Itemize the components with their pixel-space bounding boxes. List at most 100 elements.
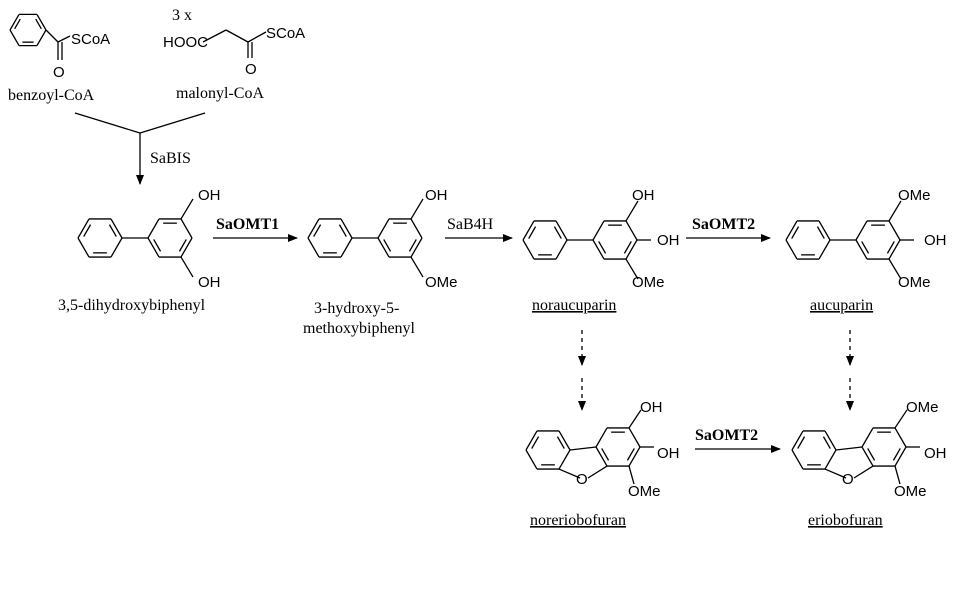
aromatic-bond <box>797 436 806 449</box>
ring-bond <box>791 449 804 470</box>
substituent-bond <box>894 409 908 429</box>
enzyme-saomt1: SaOMT1 <box>216 216 279 233</box>
aromatic-bond <box>892 448 901 461</box>
ring-bond <box>110 218 123 239</box>
c5-oh-right: OH <box>657 445 680 462</box>
c4-name: aucuparin <box>810 297 873 314</box>
ring-bond <box>410 237 423 258</box>
ring-bond <box>77 218 90 239</box>
c6-ome-bottom: OMe <box>894 483 927 500</box>
c6-oh: OH <box>924 445 947 462</box>
c6-name: eriobofuran <box>808 512 883 529</box>
enzyme-sabis: SaBIS <box>150 150 191 167</box>
ring-bond <box>861 427 874 448</box>
ring-bond <box>592 239 605 260</box>
furan-bond <box>835 446 863 451</box>
ring-bond <box>410 218 423 239</box>
ring-bond <box>110 237 123 258</box>
ring-bond <box>628 446 641 467</box>
ring-bond <box>558 449 571 470</box>
aromatic-bond <box>867 448 876 461</box>
ring-bond <box>818 239 831 260</box>
ring-bond <box>36 14 47 31</box>
ring-bond <box>595 427 608 448</box>
aromatic-bond <box>816 226 825 239</box>
furan-bond <box>587 465 608 479</box>
ring-bond <box>861 446 874 467</box>
c4-oh: OH <box>924 232 947 249</box>
furan-bond <box>853 465 874 479</box>
c5-name: noreriobofuran <box>530 512 626 529</box>
malonyl-scoa-label: SCoA <box>266 25 305 42</box>
malonyl-multiplier: 3 x <box>172 7 192 24</box>
aromatic-bond <box>553 226 562 239</box>
furan-bond <box>824 468 847 479</box>
ring-bond <box>9 14 20 31</box>
aromatic-bond <box>178 239 187 252</box>
c3-ome: OMe <box>632 274 665 291</box>
ring-bond <box>522 220 535 241</box>
substituent-bond <box>180 256 194 278</box>
c3-name: noraucuparin <box>532 297 616 314</box>
aromatic-bond <box>822 436 831 449</box>
ring-bond <box>147 218 160 239</box>
substituent-bond <box>410 256 424 278</box>
ring-bond <box>628 427 641 448</box>
c6-ring-oxygen: O <box>842 471 854 488</box>
ring-bond <box>555 220 568 241</box>
bond <box>57 35 71 43</box>
ring-bond <box>522 239 535 260</box>
ring-bond <box>888 239 901 260</box>
bond <box>202 29 227 43</box>
aromatic-bond <box>861 241 870 254</box>
c2-name-line1: 3-hydroxy-5- <box>314 300 399 317</box>
aromatic-bond <box>14 18 21 30</box>
aromatic-bond <box>383 239 392 252</box>
aromatic-bond <box>601 448 610 461</box>
ring-bond <box>340 218 353 239</box>
converging-line <box>74 112 141 134</box>
ring-bond <box>377 218 390 239</box>
aromatic-bond <box>623 241 632 254</box>
ring-bond <box>9 29 20 46</box>
aromatic-bond <box>83 224 92 237</box>
converging-line <box>139 112 206 134</box>
benzoyl-coa-name: benzoyl-CoA <box>8 87 95 104</box>
substituent-bond <box>888 200 902 222</box>
enzyme-saomt2-top: SaOMT2 <box>692 216 755 233</box>
aromatic-bond <box>313 224 322 237</box>
aromatic-bond <box>35 18 42 30</box>
aromatic-bond <box>626 448 635 461</box>
substituent-bond <box>625 200 639 222</box>
ring-bond <box>894 446 907 467</box>
substituent-bond <box>888 258 902 280</box>
bond <box>225 29 249 43</box>
substituent-bond <box>628 465 635 485</box>
c1-oh-bottom: OH <box>198 274 221 291</box>
ring-bond <box>855 239 868 260</box>
c2-oh: OH <box>425 187 448 204</box>
aromatic-bond <box>338 224 347 237</box>
c4-ome-bottom: OMe <box>898 274 931 291</box>
benzoyl-oxygen-label: O <box>53 64 65 81</box>
ring-bond <box>625 239 638 260</box>
c3-oh-top: OH <box>632 187 655 204</box>
ring-bond <box>888 220 901 241</box>
substituent-bond <box>410 198 424 220</box>
ring-bond <box>855 220 868 241</box>
aromatic-bond <box>153 239 162 252</box>
bond-lines <box>9 13 920 485</box>
c1-name: 3,5-dihydroxybiphenyl <box>58 297 206 314</box>
ring-bond <box>824 430 837 451</box>
ring-bond <box>377 237 390 258</box>
ring-bond <box>525 430 538 451</box>
c5-ome: OMe <box>628 483 661 500</box>
enzyme-sab4h: SaB4H <box>447 216 494 233</box>
ring-bond <box>340 237 353 258</box>
malonyl-oxygen-label: O <box>245 61 257 78</box>
ring-bond <box>36 29 47 46</box>
aromatic-bond <box>528 226 537 239</box>
ring-bond <box>180 237 193 258</box>
